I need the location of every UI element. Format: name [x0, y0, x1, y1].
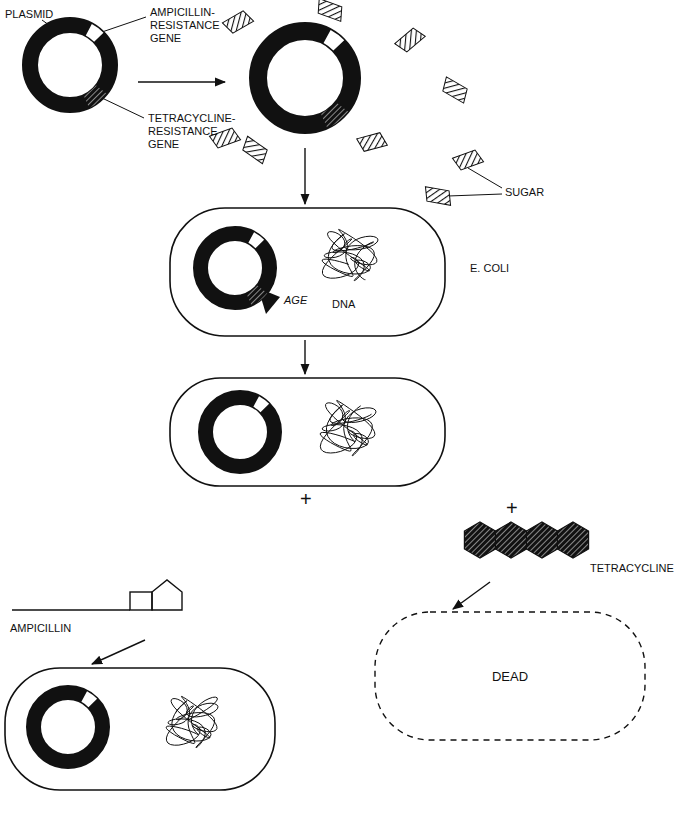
- dead-cell: DEAD: [375, 612, 645, 740]
- tetracycline-gene: [249, 289, 262, 299]
- dead-cell-outline: [375, 612, 645, 740]
- tetracycline-ring: [464, 522, 495, 558]
- plasmid-ring: [258, 31, 352, 125]
- e-coli-cell: [170, 208, 445, 336]
- ampicillin-gene: [327, 37, 339, 46]
- chromosomal-dna: [166, 696, 218, 747]
- process-arrow: [92, 640, 145, 664]
- tetracycline-ring: [526, 522, 557, 558]
- sugar-molecule: [452, 149, 483, 172]
- tetracycline-ring: [495, 522, 526, 558]
- tetracycline-gene: [324, 107, 342, 121]
- ampicillin-gene: [256, 402, 265, 409]
- sugar-molecule: [439, 77, 470, 103]
- node-label: E. COLI: [470, 262, 509, 275]
- sugar-molecule: [423, 187, 453, 206]
- sugar-molecule: [240, 136, 271, 164]
- plus-sign: +: [300, 488, 312, 510]
- tetracycline-ring: [557, 522, 588, 558]
- node-label: TETRACYCLINE: [590, 562, 674, 575]
- sugar-molecule: [314, 0, 345, 21]
- node-label: DEAD: [492, 670, 528, 683]
- leader-line: [102, 98, 144, 118]
- e-coli-cell: E. COLIAGEDNA: [170, 208, 445, 336]
- chromosomal-dna: [320, 400, 376, 455]
- sugar-molecule: [240, 136, 271, 164]
- e-coli-cell: [5, 668, 275, 790]
- leader-line: [448, 194, 502, 196]
- sugar-molecule: [452, 149, 483, 172]
- e-coli-cell: [170, 378, 445, 486]
- ampicillin-gene: [89, 30, 99, 38]
- sugar-molecule: [222, 9, 253, 35]
- process-arrow: [304, 148, 305, 204]
- plasmid-ring: [201, 234, 270, 303]
- node-label: AGE: [284, 294, 307, 307]
- plasmid-ring: [34, 693, 103, 762]
- sugar-molecule: [423, 187, 453, 206]
- ampicillin-molecule: AMPICILLIN: [5, 582, 195, 640]
- plasmid-ring: [30, 25, 110, 105]
- sugar-molecule: [395, 26, 425, 55]
- sugar-molecule: [314, 0, 345, 21]
- ampicillin-gene: [84, 697, 93, 704]
- part-label: AMPICILLIN-RESISTANCE GENE: [150, 6, 228, 45]
- leader-line: [102, 17, 146, 32]
- tetracycline-molecule: TETRACYCLINE: [455, 518, 683, 580]
- ampicillin-molecule: [12, 609, 130, 610]
- node-label: DNA: [332, 298, 355, 311]
- plasmid-ring: [206, 398, 275, 467]
- leader-line: [468, 168, 502, 188]
- ampicillin-gene: [251, 238, 260, 245]
- sugar-molecule: [439, 77, 470, 103]
- node-label: AMPICILLIN: [10, 622, 71, 635]
- process-arrow: [138, 81, 225, 82]
- part-label: TETRACYCLINE-RESISTANCE GENE: [148, 112, 240, 151]
- tetracycline-gene: [86, 90, 101, 102]
- chromosomal-dna: [322, 229, 378, 280]
- part-label: SUGAR: [505, 186, 544, 199]
- ampicillin-molecule: [152, 580, 182, 610]
- part-label: PLASMID: [5, 8, 53, 21]
- plus-sign: +: [506, 497, 518, 519]
- process-arrow: [304, 340, 305, 374]
- sugar-molecule: [395, 26, 425, 55]
- process-arrow: [453, 582, 490, 609]
- sugar-molecule: [222, 9, 253, 35]
- ampicillin-molecule: [130, 592, 152, 610]
- sugar-molecule: [357, 132, 388, 153]
- sugar-molecule: [357, 132, 388, 153]
